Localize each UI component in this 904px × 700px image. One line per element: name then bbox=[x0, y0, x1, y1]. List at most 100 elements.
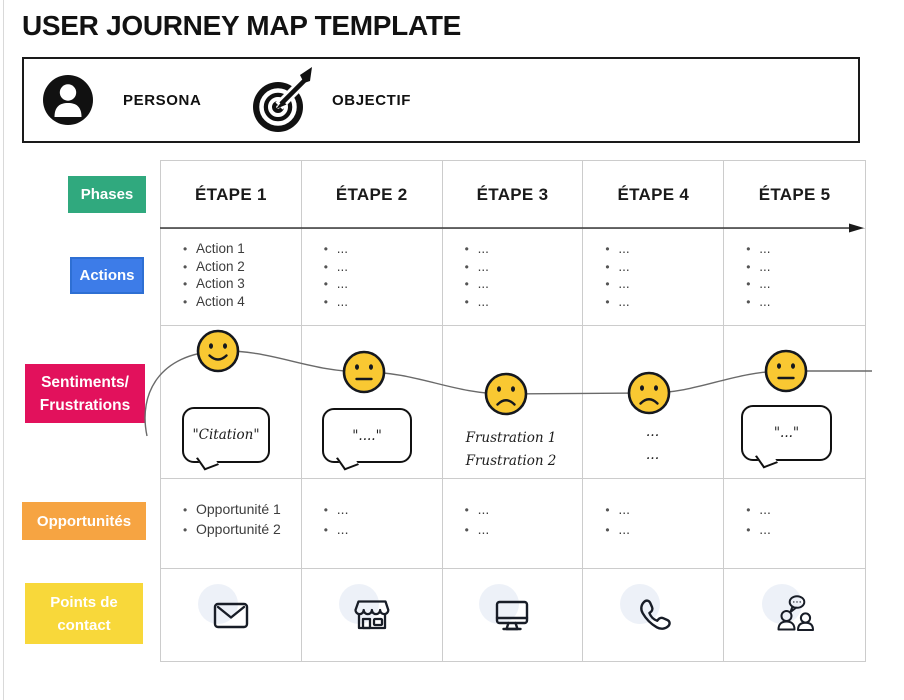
persona-label: PERSONA bbox=[123, 91, 202, 109]
quote-text: "..." bbox=[773, 425, 800, 441]
action-placeholder: •... bbox=[323, 276, 349, 292]
opportunites-cell-etape-1: •Opportunité 1 •Opportunité 2 bbox=[161, 479, 302, 569]
action-item: •Action 2 bbox=[183, 258, 245, 274]
action-placeholder: •... bbox=[323, 258, 349, 274]
opportunites-cell-etape-3: •... •... bbox=[442, 479, 584, 569]
action-placeholder: •... bbox=[323, 293, 349, 309]
action-item: •Action 1 bbox=[183, 241, 245, 257]
opportunite-item: •Opportunité 1 bbox=[183, 501, 281, 517]
persona-objectif-panel: PERSONA OBJECTIF bbox=[22, 57, 860, 143]
quote-text: "...." bbox=[352, 427, 382, 444]
bullet-dot: • bbox=[605, 503, 610, 517]
opportunite-item: •Opportunité 2 bbox=[183, 521, 281, 537]
sentiments-label-line1: Sentiments/ bbox=[41, 373, 129, 391]
action-placeholder: •... bbox=[605, 293, 630, 309]
actions-cell-etape-4: •... •... •... •... bbox=[583, 229, 725, 326]
opportunite-placeholder: •... bbox=[323, 521, 349, 537]
bullet-dot: • bbox=[464, 277, 469, 291]
opportunites-cell-etape-2: •... •... bbox=[301, 479, 443, 569]
bullet-dot: • bbox=[746, 259, 751, 274]
row-label-phases-text: Phases bbox=[80, 186, 134, 203]
bullet-dot: • bbox=[605, 294, 610, 309]
action-placeholder: •... bbox=[464, 258, 489, 274]
page-title: USER JOURNEY MAP TEMPLATE bbox=[22, 10, 462, 41]
frustration-note-2: Frustration 2 bbox=[465, 453, 557, 469]
row-label-opportunites: Opportunités bbox=[22, 502, 146, 540]
row-label-sentiments-frustrations: Sentiments/ Frustrations bbox=[25, 364, 145, 423]
action-placeholder: •... bbox=[605, 276, 630, 292]
bullet-dot: • bbox=[605, 242, 610, 256]
bullet-dot: • bbox=[605, 259, 610, 274]
opportunite-placeholder: •... bbox=[323, 501, 349, 517]
bullet-dot: • bbox=[464, 242, 469, 256]
action-item: •Action 4 bbox=[183, 293, 245, 309]
objectif-label: OBJECTIF bbox=[332, 91, 411, 109]
contact-cell-etape-1 bbox=[161, 569, 302, 661]
opportunite-placeholder: •... bbox=[464, 501, 490, 517]
opportunite-placeholder: •... bbox=[464, 521, 490, 537]
column-header-etape-3: ÉTAPE 3 bbox=[442, 161, 584, 229]
action-placeholder: •... bbox=[746, 241, 771, 257]
opportunite-placeholder: •... bbox=[746, 501, 771, 517]
action-placeholder: •... bbox=[464, 241, 489, 257]
bullet-dot: • bbox=[464, 259, 469, 274]
phone-icon bbox=[631, 599, 675, 641]
action-placeholder: •... bbox=[746, 258, 771, 274]
sentiments-cell-etape-5 bbox=[724, 326, 865, 479]
action-placeholder: •... bbox=[464, 293, 489, 309]
opportunites-cell-etape-5: •... •... bbox=[724, 479, 865, 569]
actions-cell-etape-2: •... •... •... •... bbox=[301, 229, 443, 326]
action-placeholder: •... bbox=[605, 241, 630, 257]
action-placeholder: •... bbox=[323, 241, 349, 257]
bullet-dot: • bbox=[183, 523, 188, 537]
contact-cell-etape-2 bbox=[302, 569, 443, 661]
contact-cell-etape-5 bbox=[724, 569, 865, 661]
action-placeholder: •... bbox=[746, 293, 771, 309]
bullet-dot: • bbox=[183, 259, 188, 274]
bullet-dot: • bbox=[746, 277, 751, 291]
bullet-dot: • bbox=[323, 523, 328, 537]
bullet-dot: • bbox=[323, 277, 328, 291]
sentiments-label-line2: Frustrations bbox=[39, 396, 131, 414]
row-label-actions-text: Actions bbox=[79, 267, 135, 284]
row-label-points-de-contact: Points de contact bbox=[25, 583, 143, 644]
bullet-dot: • bbox=[464, 294, 469, 309]
bullet-dot: • bbox=[746, 242, 751, 256]
bullet-dot: • bbox=[323, 259, 328, 274]
quote-bubble-etape-2: "...." bbox=[322, 408, 412, 471]
envelope-icon bbox=[209, 602, 253, 641]
bullet-dot: • bbox=[183, 503, 188, 517]
actions-cell-etape-1: •Action 1 •Action 2 •Action 3 •Action 4 bbox=[161, 229, 302, 326]
frustration-placeholder-1: ... bbox=[645, 424, 660, 440]
column-header-etape-5: ÉTAPE 5 bbox=[724, 161, 865, 229]
bullet-dot: • bbox=[605, 523, 610, 537]
row-label-opportunites-text: Opportunités bbox=[36, 512, 132, 530]
opportunite-placeholder: •... bbox=[605, 501, 631, 517]
bullet-dot: • bbox=[746, 294, 751, 309]
opportunites-cell-etape-4: •... •... bbox=[583, 479, 725, 569]
opportunite-placeholder: •... bbox=[746, 521, 771, 537]
contact-cell-etape-4 bbox=[583, 569, 725, 661]
bullet-dot: • bbox=[746, 503, 751, 517]
row-label-phases: Phases bbox=[68, 176, 146, 213]
action-placeholder: •... bbox=[746, 276, 771, 292]
monitor-icon bbox=[490, 600, 534, 641]
contact-cell-etape-3 bbox=[443, 569, 584, 661]
bullet-dot: • bbox=[464, 523, 469, 537]
bullet-dot: • bbox=[323, 242, 328, 256]
bullet-dot: • bbox=[605, 277, 610, 291]
opportunite-placeholder: •... bbox=[605, 521, 631, 537]
conversation-icon bbox=[773, 595, 819, 643]
row-label-actions: Actions bbox=[70, 257, 144, 294]
frustration-placeholder-2: ... bbox=[645, 447, 660, 463]
actions-cell-etape-5: •... •... •... •... bbox=[724, 229, 865, 326]
points-label-line2: contact bbox=[57, 616, 111, 634]
quote-bubble-etape-1: "Citation" bbox=[182, 407, 270, 471]
bullet-dot: • bbox=[183, 294, 188, 309]
quote-bubble-etape-5: "..." bbox=[741, 405, 832, 469]
bullet-dot: • bbox=[323, 503, 328, 517]
action-item: •Action 3 bbox=[183, 276, 245, 292]
store-icon bbox=[350, 600, 394, 641]
action-placeholder: •... bbox=[605, 258, 630, 274]
column-header-etape-1: ÉTAPE 1 bbox=[161, 161, 302, 229]
